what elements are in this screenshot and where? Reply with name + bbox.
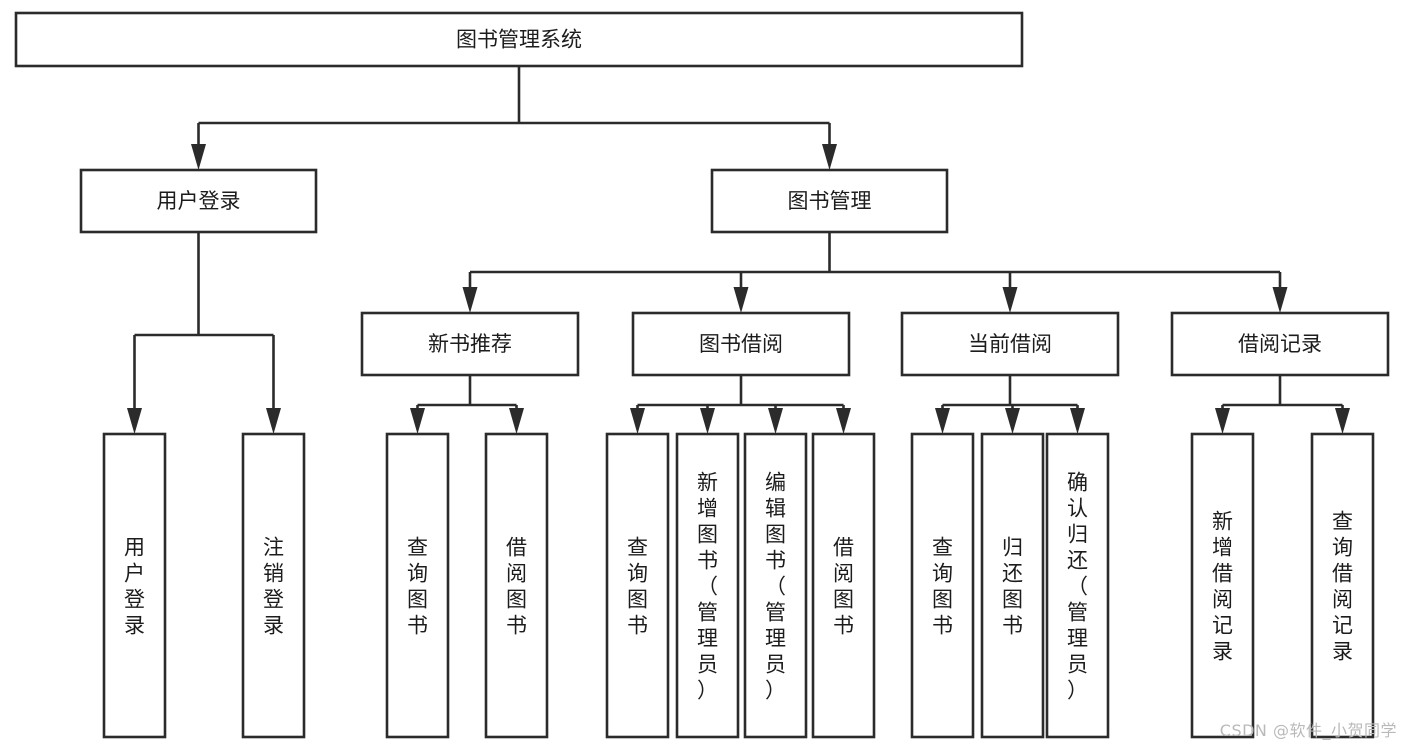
node-label: 图书借阅 <box>699 332 783 356</box>
node-leaf-confirm-return[interactable]: 确认归还（管理员） <box>1045 432 1110 739</box>
arrowhead-icon <box>700 408 715 434</box>
node-label: 归还图书 <box>1002 536 1023 638</box>
node-box <box>484 432 549 739</box>
arrowhead-icon <box>935 408 950 434</box>
node-box <box>910 432 975 739</box>
node-leaf-query-book-cur[interactable]: 查询图书 <box>910 432 975 739</box>
node-new-book-recommend[interactable]: 新书推荐 <box>360 311 580 377</box>
node-leaf-add-book[interactable]: 新增图书（管理员） <box>675 432 740 739</box>
node-label: 查询图书 <box>932 536 953 638</box>
node-label: 确认归还（管理员） <box>1067 471 1088 703</box>
node-leaf-return-book[interactable]: 归还图书 <box>980 432 1045 739</box>
node-label: 新增借阅记录 <box>1212 510 1233 664</box>
node-box <box>675 432 740 739</box>
node-box <box>102 432 167 739</box>
node-leaf-query-record[interactable]: 查询借阅记录 <box>1310 432 1375 739</box>
node-label: 当前借阅 <box>968 332 1052 356</box>
node-book-manage[interactable]: 图书管理 <box>710 168 949 234</box>
arrowhead-icon <box>410 408 425 434</box>
node-leaf-query-book-rec[interactable]: 查询图书 <box>385 432 450 739</box>
node-box <box>1310 432 1375 739</box>
node-leaf-user-login[interactable]: 用户登录 <box>102 432 167 739</box>
arrowhead-icon <box>1002 287 1018 313</box>
node-root[interactable]: 图书管理系统 <box>14 11 1024 68</box>
node-label: 查询图书 <box>407 536 428 638</box>
diagram-nodes: 图书管理系统用户登录图书管理新书推荐图书借阅当前借阅借阅记录用户登录注销登录查询… <box>14 11 1390 739</box>
node-leaf-borrow-book-rec[interactable]: 借阅图书 <box>484 432 549 739</box>
node-box <box>1045 432 1110 739</box>
arrowhead-icon <box>733 287 749 313</box>
node-box <box>811 432 876 739</box>
arrowhead-icon <box>266 408 281 434</box>
node-label: 查询借阅记录 <box>1332 510 1353 664</box>
node-leaf-add-record[interactable]: 新增借阅记录 <box>1190 432 1255 739</box>
arrowhead-icon <box>836 408 851 434</box>
node-box <box>79 168 318 234</box>
node-user-login[interactable]: 用户登录 <box>79 168 318 234</box>
node-label: 图书管理系统 <box>456 28 582 52</box>
arrowhead-icon <box>1005 408 1020 434</box>
node-box <box>900 311 1120 377</box>
arrowhead-icon <box>1272 287 1288 313</box>
node-box <box>605 432 670 739</box>
arrowhead-icon <box>191 144 206 170</box>
node-current-borrow[interactable]: 当前借阅 <box>900 311 1120 377</box>
node-label: 借阅记录 <box>1238 332 1322 356</box>
node-box <box>14 11 1024 68</box>
node-label: 新增图书（管理员） <box>697 471 718 703</box>
node-box <box>241 432 306 739</box>
csdn-watermark: CSDN @软件_小贺同学 <box>1219 721 1397 740</box>
node-leaf-edit-book[interactable]: 编辑图书（管理员） <box>743 432 808 739</box>
node-box <box>1170 311 1390 377</box>
node-box <box>1190 432 1255 739</box>
node-label: 注销登录 <box>263 536 284 638</box>
node-box <box>710 168 949 234</box>
node-label: 编辑图书（管理员） <box>765 471 786 703</box>
node-box <box>980 432 1045 739</box>
node-leaf-borrow-book-bor[interactable]: 借阅图书 <box>811 432 876 739</box>
node-box <box>631 311 851 377</box>
node-label: 用户登录 <box>124 536 145 638</box>
node-label: 借阅图书 <box>506 536 527 638</box>
arrowhead-icon <box>127 408 142 434</box>
arrowhead-icon <box>822 144 837 170</box>
node-label: 新书推荐 <box>428 332 512 356</box>
node-box <box>360 311 580 377</box>
node-label: 借阅图书 <box>833 536 854 638</box>
node-borrow-record[interactable]: 借阅记录 <box>1170 311 1390 377</box>
arrowhead-icon <box>1070 408 1085 434</box>
node-box <box>743 432 808 739</box>
arrowhead-icon <box>509 408 524 434</box>
arrowhead-icon <box>768 408 783 434</box>
node-label: 用户登录 <box>157 189 241 213</box>
node-book-borrow[interactable]: 图书借阅 <box>631 311 851 377</box>
node-label: 图书管理 <box>788 189 872 213</box>
arrowhead-icon <box>1335 408 1350 434</box>
node-label: 查询图书 <box>627 536 648 638</box>
arrowhead-icon <box>630 408 645 434</box>
node-leaf-logout[interactable]: 注销登录 <box>241 432 306 739</box>
connection-lines <box>127 66 1350 434</box>
node-leaf-query-book-bor[interactable]: 查询图书 <box>605 432 670 739</box>
node-box <box>385 432 450 739</box>
arrowhead-icon <box>462 287 478 313</box>
arrowhead-icon <box>1215 408 1230 434</box>
